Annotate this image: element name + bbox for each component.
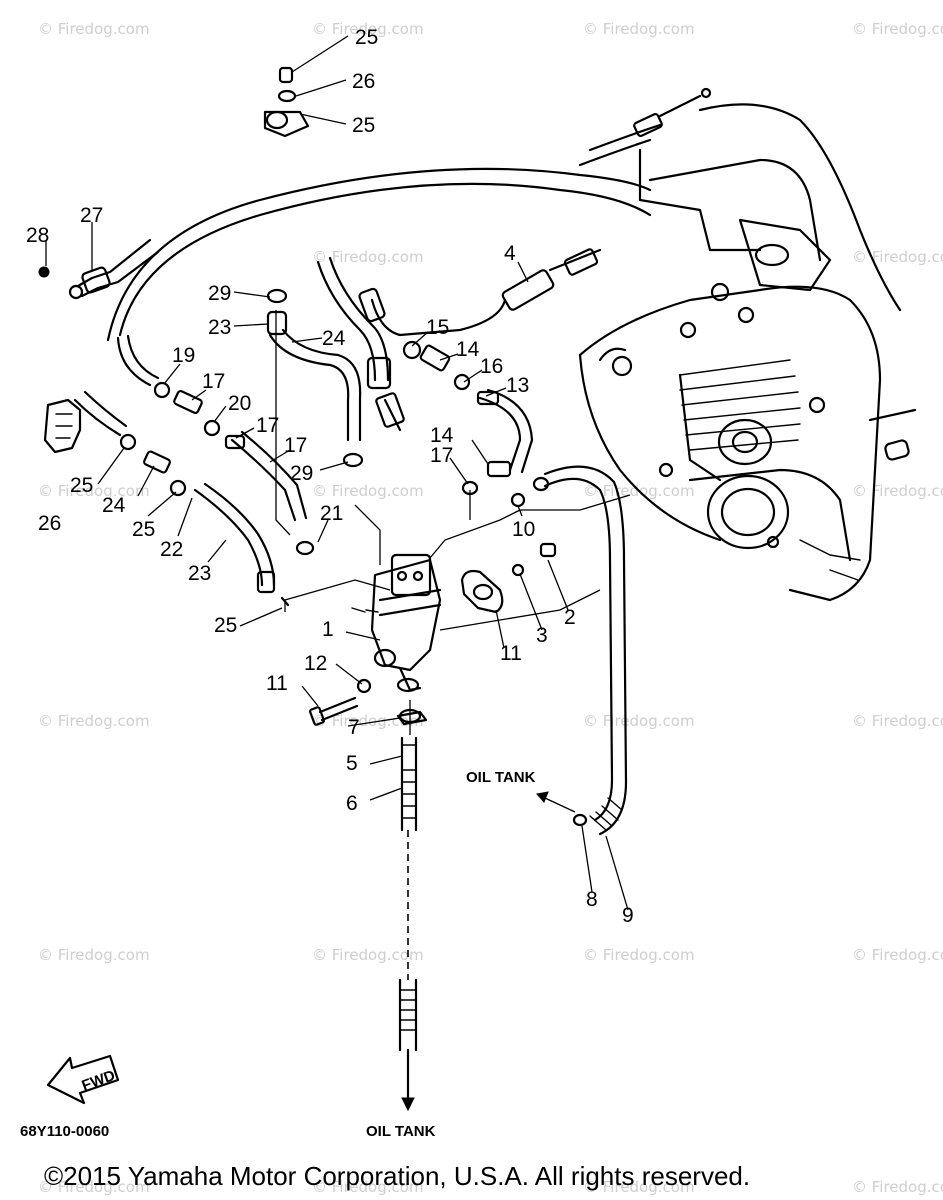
oil-tank-label-lower: OIL TANK (366, 1123, 436, 1140)
callout: 7 (348, 716, 360, 739)
callout: 25 (352, 114, 375, 137)
hose-19 (116, 334, 315, 556)
callout: 13 (506, 374, 529, 397)
watermark: © Firedog.com (852, 1178, 943, 1196)
watermark: © Firedog.com (852, 482, 943, 500)
callout: 11 (266, 672, 288, 695)
callout: 27 (80, 204, 103, 227)
pipe-5-6 (398, 708, 422, 1112)
diagram-code: 68Y110-0060 (20, 1123, 109, 1140)
part-26 (43, 398, 82, 454)
hose-15 (402, 340, 534, 496)
callout: 8 (586, 888, 598, 911)
watermark: © Firedog.com (312, 946, 424, 964)
callout: 3 (536, 624, 548, 647)
callout: 20 (228, 392, 251, 415)
oil-tank-label-upper: OIL TANK (466, 769, 536, 786)
callouts: 25 26 25 27 28 4 29 23 24 15 14 16 13 19… (26, 26, 634, 927)
callout-leaders (45, 35, 629, 911)
fwd-arrow: FWD (46, 1054, 120, 1105)
copyright-footer: ©2015 Yamaha Motor Corporation, U.S.A. A… (44, 1161, 750, 1191)
fasteners (309, 678, 428, 726)
callout: 11 (500, 642, 522, 665)
callout: 24 (322, 327, 346, 350)
callout: 6 (346, 792, 358, 815)
callout: 5 (346, 752, 358, 775)
callout: 17 (256, 414, 279, 437)
watermark: © Firedog.com (583, 712, 695, 730)
callout: 17 (430, 444, 453, 467)
watermark: © Firedog.com (852, 20, 943, 38)
callout: 19 (172, 344, 195, 367)
callout: 12 (304, 652, 327, 675)
part-33 (38, 238, 160, 300)
callout: 4 (504, 242, 516, 265)
callout: 25 (214, 614, 237, 637)
callout: 22 (160, 538, 183, 561)
watermark: © Firedog.com (312, 1178, 424, 1196)
engine-block (578, 103, 917, 602)
callout: 23 (188, 562, 211, 585)
callout: 14 (430, 424, 454, 447)
watermark: © Firedog.com (38, 482, 150, 500)
callout: 25 (132, 518, 155, 541)
callout: 1 (322, 618, 334, 641)
callout: 15 (426, 316, 449, 339)
watermark: © Firedog.com (852, 248, 943, 266)
watermark: © Firedog.com (312, 482, 424, 500)
watermarks: © Firedog.com © Firedog.com © Firedog.co… (38, 20, 943, 1196)
watermark: © Firedog.com (312, 20, 424, 38)
watermark: © Firedog.com (38, 1178, 150, 1196)
callout: 17 (202, 370, 225, 393)
callout: 10 (512, 518, 535, 541)
watermark: © Firedog.com (852, 712, 943, 730)
hose-upper (316, 248, 602, 432)
watermark: © Firedog.com (38, 712, 150, 730)
callout: 29 (208, 282, 231, 305)
callout: 26 (352, 70, 375, 93)
oil-pump (351, 553, 442, 693)
centre-lines (275, 310, 631, 980)
callout: 28 (26, 224, 49, 247)
callout: 29 (290, 462, 313, 485)
callout: 16 (480, 355, 503, 378)
callout: 26 (38, 512, 61, 535)
watermark: © Firedog.com (38, 20, 150, 38)
callout: 25 (355, 26, 378, 49)
watermark: © Firedog.com (583, 1178, 695, 1196)
gasket (460, 492, 557, 614)
hose-9 (532, 465, 628, 836)
callout: 24 (102, 494, 126, 517)
callout: 21 (320, 502, 343, 525)
watermark: © Firedog.com (312, 248, 424, 266)
callout: 17 (284, 434, 307, 457)
callout: 9 (622, 904, 634, 927)
callout: 25 (70, 474, 93, 497)
fwd-label: FWD (80, 1067, 118, 1095)
callout: 2 (564, 606, 576, 629)
hose-23 (73, 390, 290, 607)
callout: 14 (456, 338, 480, 361)
watermark: © Firedog.com (852, 946, 943, 964)
watermark: © Firedog.com (38, 946, 150, 964)
watermark: © Firedog.com (583, 20, 695, 38)
throttle-cables (106, 87, 712, 342)
hose-28 (263, 66, 364, 468)
callout: 23 (208, 316, 231, 339)
watermark: © Firedog.com (583, 946, 695, 964)
watermark: © Firedog.com (312, 712, 424, 730)
